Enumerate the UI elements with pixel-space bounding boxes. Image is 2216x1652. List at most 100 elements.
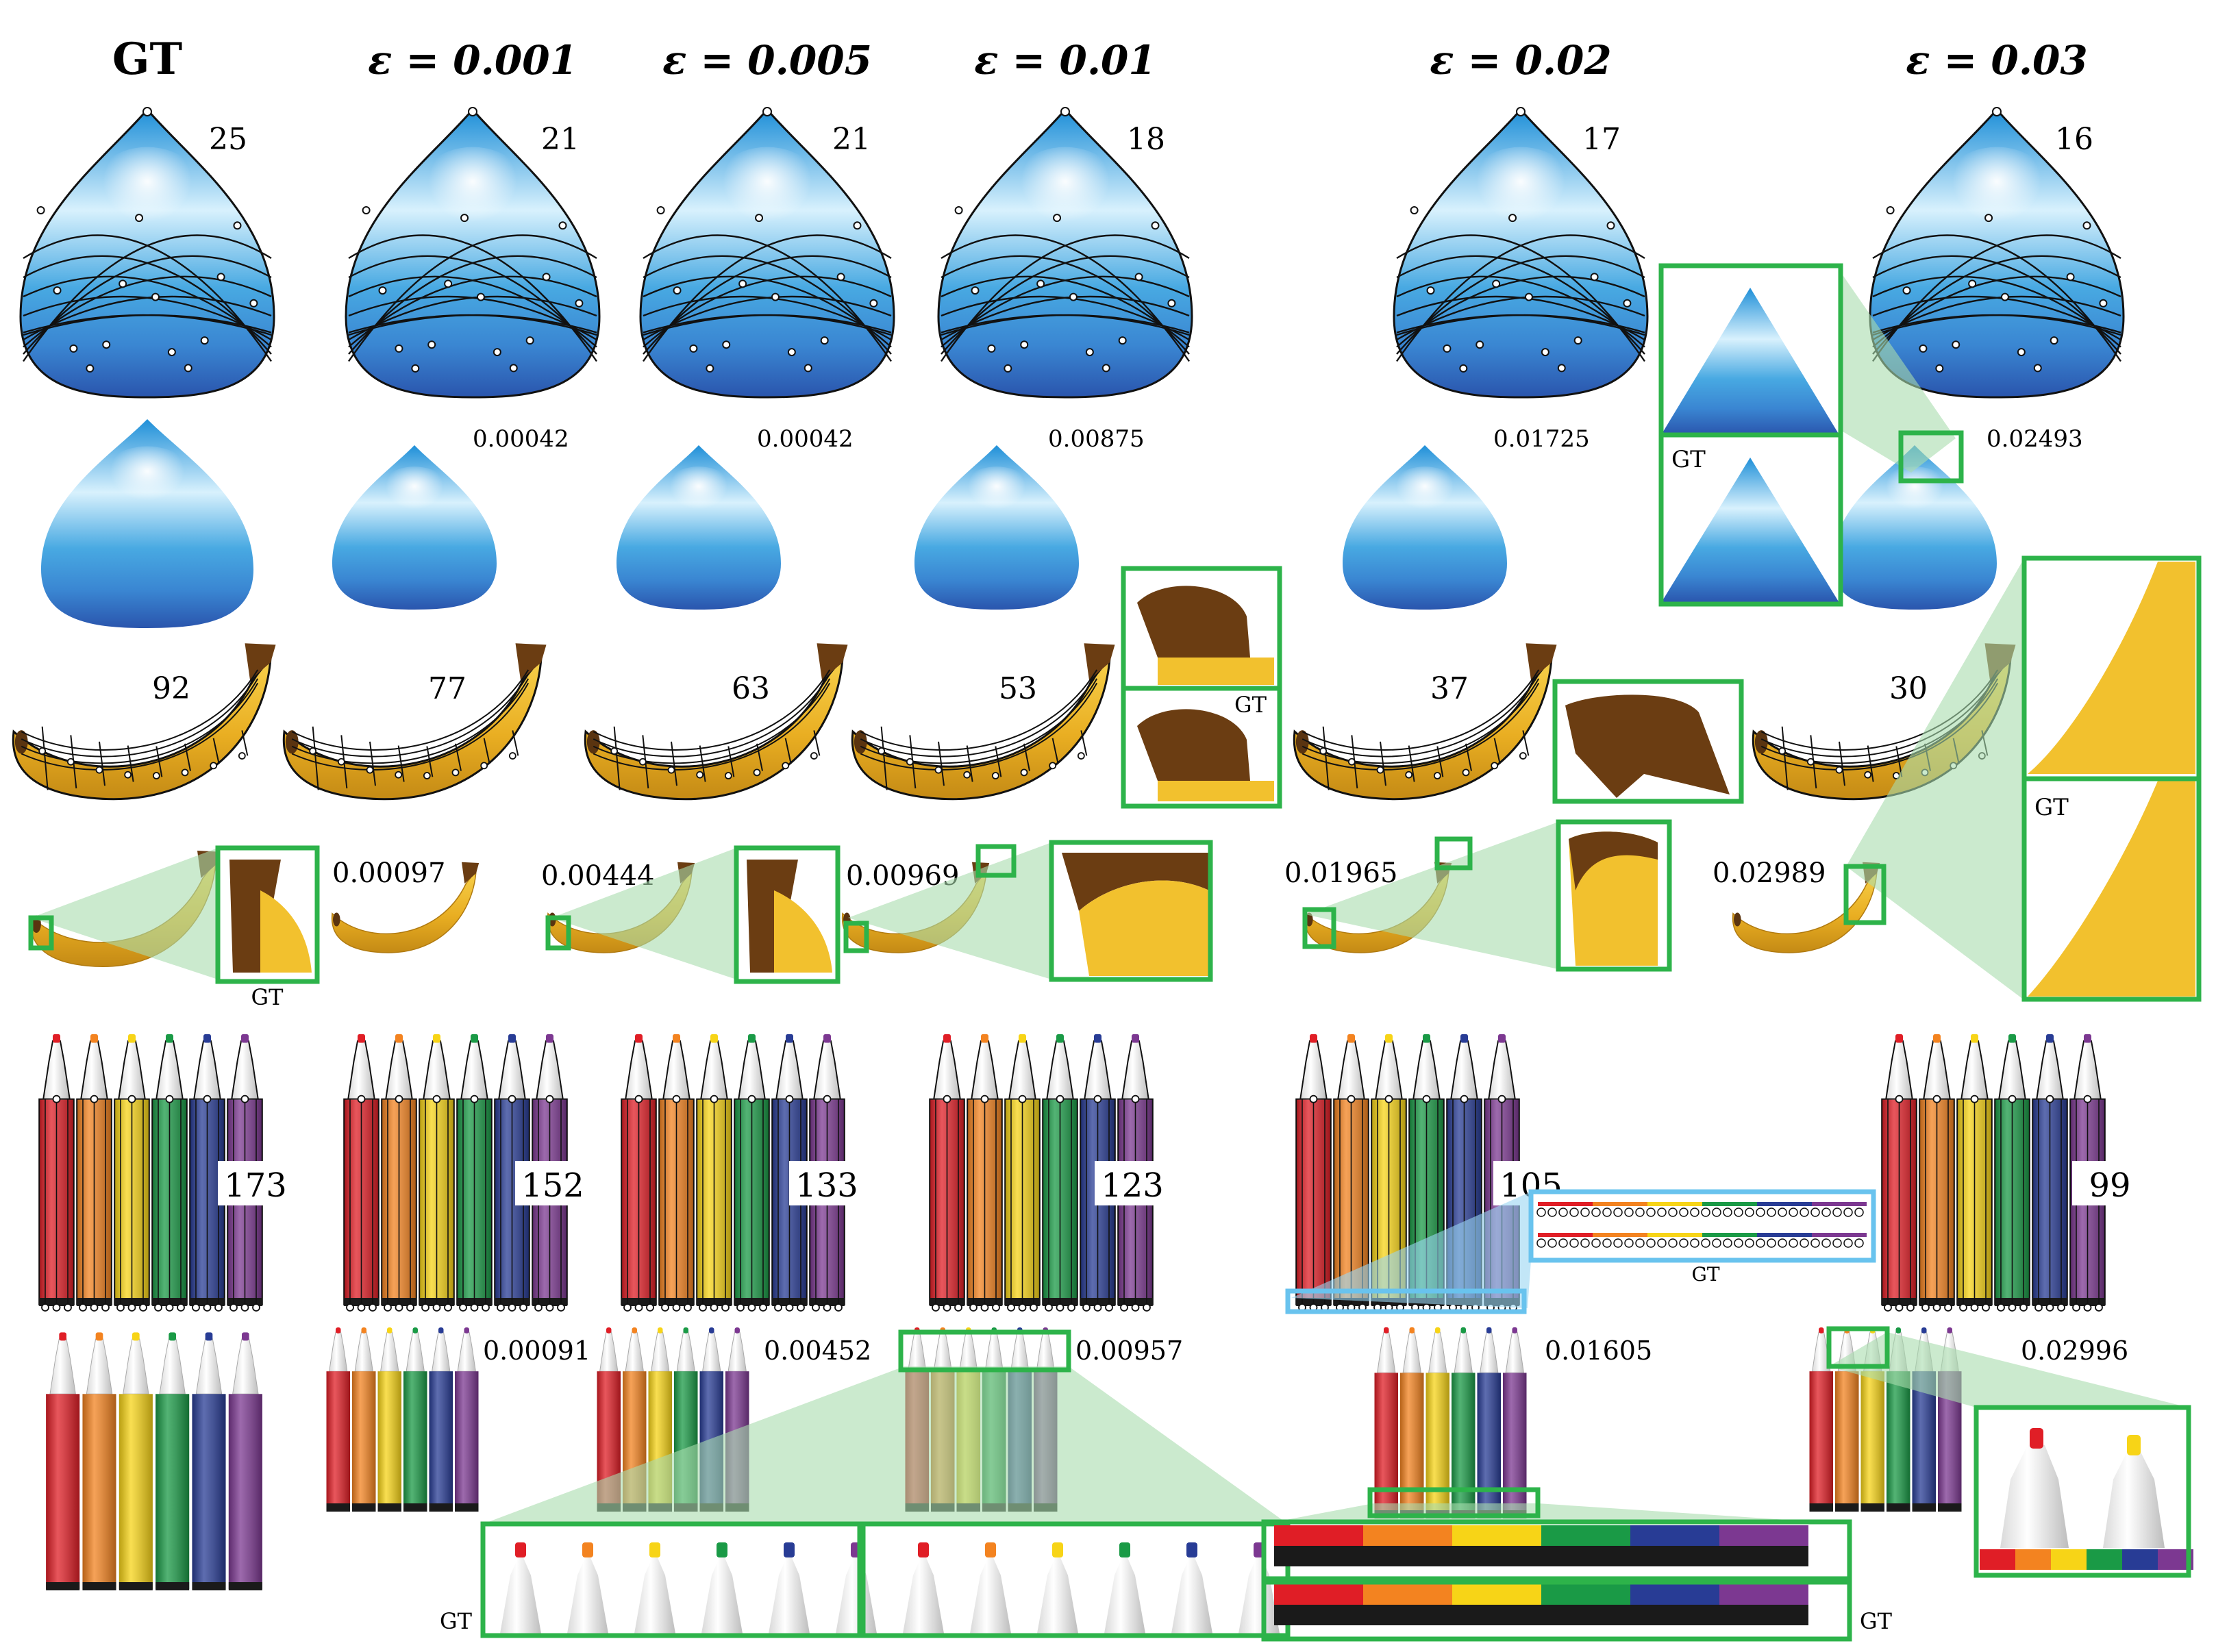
markers-inset-2-gt-label: GT: [1860, 1608, 1893, 1634]
markers-error-0: 0.00091: [483, 1336, 590, 1366]
markers-patch-count-0: 173: [224, 1166, 287, 1205]
banana-render-1: [331, 862, 480, 953]
epsilon-title-2: ε = 0.005: [662, 37, 872, 84]
banana-mesh-2: [584, 643, 848, 801]
banana-patch-count-4: 37: [1430, 671, 1469, 706]
markers-zoom-source-2: [1367, 1487, 1541, 1518]
epsilon-title-5: ε = 0.03: [1906, 37, 2088, 84]
drop-mesh-1: [345, 107, 601, 399]
banana-zoom-inset-3: [1556, 819, 1672, 972]
markers-patch-count-3: 123: [1101, 1166, 1164, 1205]
banana-inset-a-gt-label: GT: [1234, 692, 1267, 718]
gt-column-title: GT: [112, 34, 182, 85]
drop-render-1: [332, 445, 497, 610]
markers-error-3: 0.01605: [1545, 1336, 1652, 1366]
banana-mesh-4: [1293, 643, 1557, 801]
banana-patch-count-1: 77: [428, 671, 466, 706]
drop-mesh-4: [1393, 107, 1649, 399]
drop-patch-count-3: 18: [1127, 122, 1165, 157]
markers-mesh-1: [343, 1034, 568, 1312]
banana-patch-count-2: 63: [732, 671, 770, 706]
banana-patch-count-5: 30: [1889, 671, 1928, 706]
banana-zoom-inset-2: [1049, 840, 1213, 982]
drop-mesh-0: [19, 107, 275, 399]
markers-patch-count-2: 133: [795, 1166, 858, 1205]
banana-zoom-source-4: [1843, 864, 1887, 925]
epsilon-title-1: ε = 0.001: [368, 37, 577, 84]
markers-render-0: [46, 1332, 262, 1590]
markers-error-4: 0.02996: [2021, 1336, 2128, 1366]
banana-inset-4-gt-label: GT: [2034, 794, 2069, 821]
markers-zoom-inset-1: [480, 1521, 866, 1638]
marker-count-box-0: [218, 1161, 293, 1205]
markers-zoom-source-3: [1826, 1326, 1890, 1369]
drop-patch-count-2: 21: [832, 122, 871, 157]
banana-zoom-wedge-4: [1846, 558, 2024, 1000]
markers-zoom-wedge-blue: [1291, 1192, 1531, 1308]
drop-zoom-inset-gt: [1658, 432, 1843, 607]
drop-render-3: [914, 445, 1079, 610]
banana-zoom-inset-a-gt: [1121, 686, 1282, 809]
drop-patch-count-1: 21: [541, 122, 580, 157]
marker-count-box-2: [789, 1161, 864, 1205]
drop-mesh-5: [1869, 107, 2125, 399]
markers-mesh-5: [1881, 1034, 2106, 1312]
drop-error-0: 0.00042: [473, 425, 569, 453]
drop-render-0: [41, 419, 253, 628]
banana-patch-count-0: 92: [152, 671, 190, 706]
banana-patch-count-3: 53: [999, 671, 1037, 706]
drop-patch-count-0: 25: [209, 122, 247, 157]
banana-zoom-wedge-3: [1305, 822, 1558, 969]
banana-error-0: 0.00097: [332, 858, 445, 889]
banana-zoom-source-1: [545, 915, 571, 951]
drop-error-3: 0.01725: [1493, 425, 1590, 453]
marker-count-box-5: [2072, 1161, 2147, 1205]
banana-zoom-source-3b: [1434, 836, 1473, 871]
epsilon-column-titles: ε = 0.001 ε = 0.005 ε = 0.01 ε = 0.02 ε = 0.…: [368, 37, 2088, 84]
markers-zoom-inset-2-gt: [1261, 1576, 1852, 1642]
markers-zoom-source-blue: [1285, 1288, 1527, 1314]
drop-patch-count-4: 17: [1582, 122, 1621, 157]
markers-inset-blue-gt-label: GT: [1691, 1263, 1719, 1286]
marker-count-box-1: [515, 1161, 590, 1205]
drop-patch-count-5: 16: [2055, 122, 2093, 157]
banana-zoom-source-2: [843, 921, 869, 953]
drop-mesh-3: [937, 107, 1193, 399]
drop-mesh-2: [639, 107, 895, 399]
markers-zoom-inset-3: [1974, 1405, 2191, 1578]
marker-count-box-3: [1095, 1161, 1170, 1205]
drop-error-4: 0.02493: [1987, 425, 2083, 453]
drop-inset-gt-label: GT: [1671, 446, 1706, 473]
banana-zoom-wedge-gt: [31, 848, 218, 979]
banana-error-4: 0.02989: [1713, 858, 1826, 889]
markers-render-1: [326, 1327, 479, 1512]
banana-zoom-source-2b: [975, 844, 1017, 878]
banana-zoom-inset-4-gt: [2021, 776, 2202, 1002]
epsilon-title-3: ε = 0.01: [974, 37, 1156, 84]
markers-zoom-inset-2: [1261, 1519, 1852, 1585]
banana-zoom-wedge-1: [551, 848, 736, 979]
banana-error-3: 0.01965: [1284, 858, 1397, 889]
markers-zoom-wedge-3: [1829, 1332, 2189, 1407]
markers-zoom-inset-blue: [1528, 1189, 1876, 1263]
markers-patch-count-5: 99: [2089, 1166, 2130, 1205]
epsilon-title-4: ε = 0.02: [1430, 37, 1612, 84]
banana-mesh-0: [12, 643, 276, 801]
drop-error-1: 0.00042: [757, 425, 854, 453]
drop-render-2: [617, 445, 781, 610]
markers-zoom-wedge-1: [483, 1366, 1288, 1524]
banana-zoom-inset-gt: [215, 845, 320, 984]
markers-zoom-wedge-2: [1264, 1503, 1850, 1524]
drop-error-2: 0.00875: [1048, 425, 1145, 453]
markers-error-1: 0.00452: [764, 1336, 871, 1366]
banana-zoom-inset-b: [1552, 679, 1744, 804]
banana-mesh-3: [851, 643, 1115, 801]
drop-row: 25 21 21 18 17 16 0.00042 0.00042 0.00875 0.01725…: [19, 107, 2125, 628]
banana-zoom-inset-1: [734, 845, 841, 984]
markers-error-2: 0.00957: [1075, 1336, 1183, 1366]
banana-zoom-source-3: [1302, 907, 1336, 949]
drop-zoom-source: [1898, 430, 1964, 484]
